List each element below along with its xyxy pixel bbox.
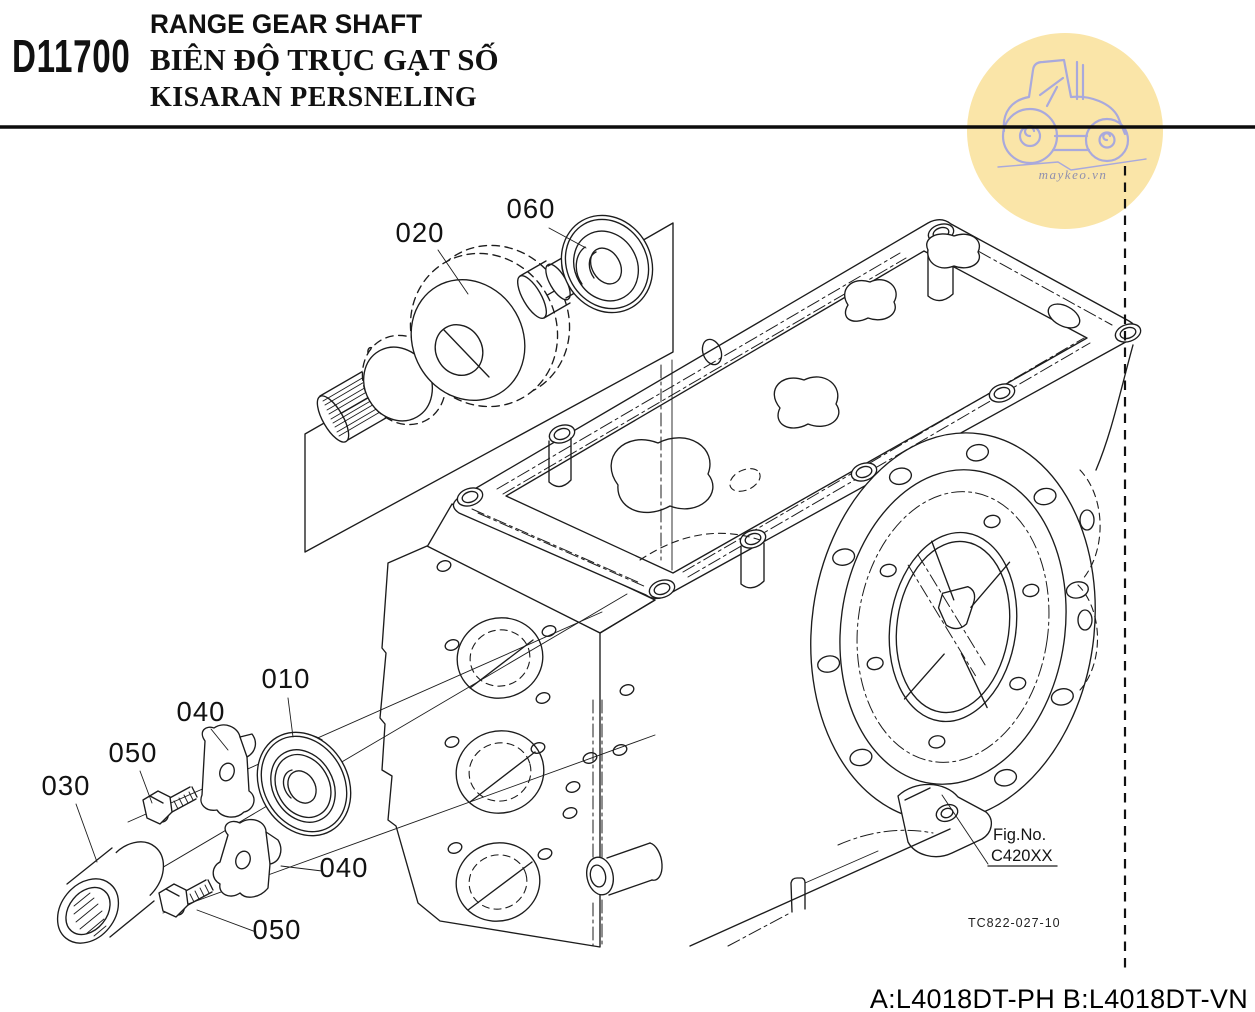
part-030-collar — [56, 841, 165, 944]
part-060-bearing — [560, 214, 654, 314]
transmission-case — [379, 219, 1142, 948]
page-title-vietnamese: BIÊN ĐỘ TRỤC GẠT SỐ — [150, 42, 499, 77]
part-020-gear-shaft — [316, 244, 581, 443]
callouts: 020 060 010 040 050 030 — [42, 193, 587, 945]
rear-flange — [810, 432, 1096, 822]
callout-label: 020 — [396, 217, 445, 248]
part-040-retainer-lower — [212, 818, 282, 898]
collar-spline-hatching — [73, 892, 107, 937]
callout-040-lower: 040 — [280, 852, 369, 883]
callout-label: 050 — [109, 737, 158, 768]
part-050-bolt-upper — [142, 786, 198, 825]
callout-label: 040 — [177, 696, 226, 727]
part-010-bearing — [256, 731, 352, 837]
callout-label: 030 — [42, 770, 91, 801]
part-050-bolt-lower — [158, 879, 214, 918]
case-face-holes — [436, 560, 635, 860]
part-040-retainer-upper — [200, 724, 257, 818]
case-side-boss — [586, 699, 663, 947]
fig-no-label: Fig.No. — [993, 826, 1046, 844]
gasket-holes — [866, 514, 1040, 749]
page-title: RANGE GEAR SHAFT — [150, 9, 423, 39]
callout-020: 020 — [396, 217, 469, 295]
callout-040-upper: 040 — [177, 696, 229, 751]
watermark-text: maykeo.vn — [1039, 167, 1108, 182]
callout-label: 040 — [320, 852, 369, 883]
watermark-logo: maykeo.vn — [967, 33, 1163, 229]
callout-label: 060 — [507, 193, 556, 224]
fig-no-value: C420XX — [991, 847, 1052, 865]
callout-050-upper: 050 — [109, 737, 158, 804]
callout-label: 050 — [253, 914, 302, 945]
case-bottom-details — [689, 783, 993, 947]
drawing-number: TC822-027-10 — [968, 916, 1061, 930]
case-front-openings — [455, 617, 545, 922]
callout-010: 010 — [262, 663, 311, 738]
fig-number: Fig.No. C420XX — [941, 794, 1058, 867]
callout-030: 030 — [42, 770, 98, 863]
model-applicability: A:L4018DT-PH B:L4018DT-VN — [869, 984, 1248, 1012]
case-interior-webbing — [610, 233, 981, 571]
callout-label: 010 — [262, 663, 311, 694]
callout-060: 060 — [507, 193, 587, 249]
spline-hatching — [322, 376, 381, 437]
rim-bolt-holes — [456, 223, 1142, 599]
page-title-indonesian: KISARAN PERSNELING — [150, 82, 478, 113]
section-code: D11700 — [12, 30, 131, 82]
callout-050-lower: 050 — [196, 909, 302, 945]
